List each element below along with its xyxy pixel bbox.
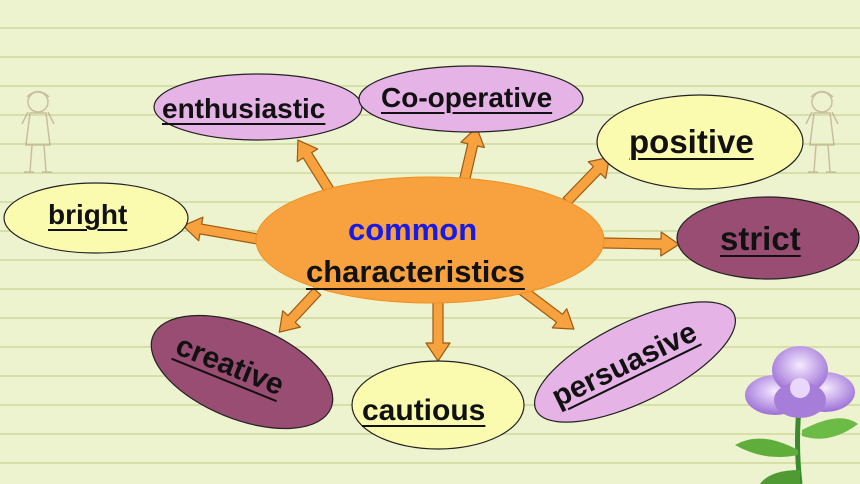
center-label-line2: characteristics — [306, 254, 525, 289]
node-positive — [596, 94, 804, 190]
node-label-cautious: cautious — [362, 394, 486, 427]
node-label-cooperative: Co-operative — [381, 82, 553, 113]
node-label-enthusiastic: enthusiastic — [162, 93, 326, 124]
arrow-to-creative — [278, 287, 322, 333]
arrow-to-persuasive — [512, 280, 575, 330]
node-cautious — [351, 360, 525, 450]
arrows — [182, 126, 680, 362]
girl-sketch-right — [805, 90, 839, 173]
center-label-line1: common — [348, 212, 478, 247]
node-persuasive — [533, 301, 737, 423]
girl-sketch-left — [21, 90, 55, 173]
purple-flower — [735, 346, 858, 484]
arrow-to-strict — [595, 231, 680, 257]
arrow-to-bright — [182, 216, 261, 245]
node-label-strict: strict — [720, 220, 801, 257]
arrow-to-positive — [562, 156, 611, 206]
center-ellipse — [255, 176, 605, 304]
arrow-to-enthusiastic — [296, 139, 335, 195]
node-label-positive: positive — [629, 123, 754, 160]
node-label-bright: bright — [48, 199, 128, 230]
arrow-to-cautious — [425, 293, 451, 362]
node-cooperative — [358, 65, 584, 133]
node-creative — [150, 314, 334, 430]
node-bright — [3, 182, 189, 254]
node-strict — [676, 196, 860, 280]
